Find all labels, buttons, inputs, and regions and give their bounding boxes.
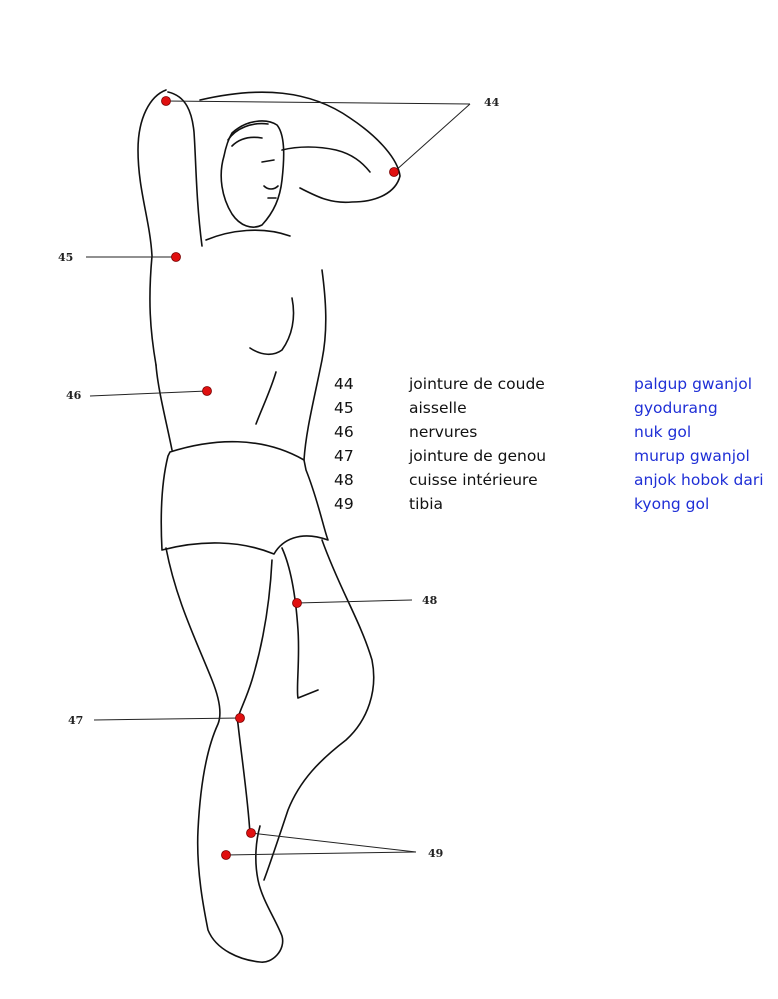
- legend-number: 48: [334, 471, 354, 489]
- callout-48: 48: [422, 594, 438, 607]
- leader-lines: [86, 100, 471, 856]
- back-leg: [263, 539, 375, 881]
- legend-korean-term: murup gwanjol: [634, 447, 750, 465]
- legend-number: 49: [334, 495, 354, 513]
- left-arm-outer: [137, 89, 167, 366]
- leader-44-b: [393, 103, 471, 173]
- legend-korean-term: kyong gol: [634, 495, 710, 513]
- leader-49-a: [250, 832, 417, 853]
- legend-korean-term: palgup gwanjol: [634, 375, 753, 393]
- leader-46: [89, 390, 208, 397]
- leader-48: [296, 599, 413, 604]
- callout-44: 44: [484, 96, 500, 109]
- torso-left: [155, 364, 173, 451]
- hair: [227, 122, 269, 147]
- point-49-tibia-back: [246, 828, 256, 838]
- legend-french-term: aisselle: [409, 399, 467, 417]
- legend-korean-term: gyodurang: [634, 399, 718, 417]
- legend-french-term: jointure de coude: [409, 375, 545, 393]
- legend-number: 46: [334, 423, 354, 441]
- point-48-inner-thigh: [292, 598, 302, 608]
- callout-45: 45: [58, 251, 74, 264]
- legend-french-term: tibia: [409, 495, 444, 513]
- point-44-right-elbow: [389, 167, 399, 177]
- front-leg: [165, 547, 284, 963]
- legend-korean-term: nuk gol: [634, 423, 692, 441]
- shorts: [160, 440, 329, 555]
- face-details: [261, 159, 279, 199]
- right-arm-inner: [281, 146, 371, 173]
- leader-44-a: [165, 100, 471, 105]
- callout-47: 47: [68, 714, 84, 727]
- legend-number: 45: [334, 399, 354, 417]
- legend-french-term: nervures: [409, 423, 478, 441]
- leader-49-b: [225, 851, 417, 856]
- leader-47: [93, 717, 241, 721]
- torso-right: [303, 269, 327, 461]
- point-44-left-elbow: [161, 96, 171, 106]
- point-46-ribs: [202, 386, 212, 396]
- point-49-tibia-front: [221, 850, 231, 860]
- legend-korean-term: anjok hobok dari: [634, 471, 764, 489]
- point-47-knee: [235, 713, 245, 723]
- front-leg-inner: [236, 559, 273, 835]
- point-45-armpit: [171, 252, 181, 262]
- callout-46: 46: [66, 389, 82, 402]
- head-outline: [220, 120, 285, 228]
- chest: [205, 229, 295, 425]
- right-arm-outer: [199, 91, 401, 204]
- legend-french-term: cuisse intérieure: [409, 471, 538, 489]
- left-arm-inner: [167, 91, 203, 247]
- callout-49: 49: [428, 847, 444, 860]
- legend-number: 44: [334, 375, 354, 393]
- legend-french-term: jointure de genou: [409, 447, 547, 465]
- legend-number: 47: [334, 447, 354, 465]
